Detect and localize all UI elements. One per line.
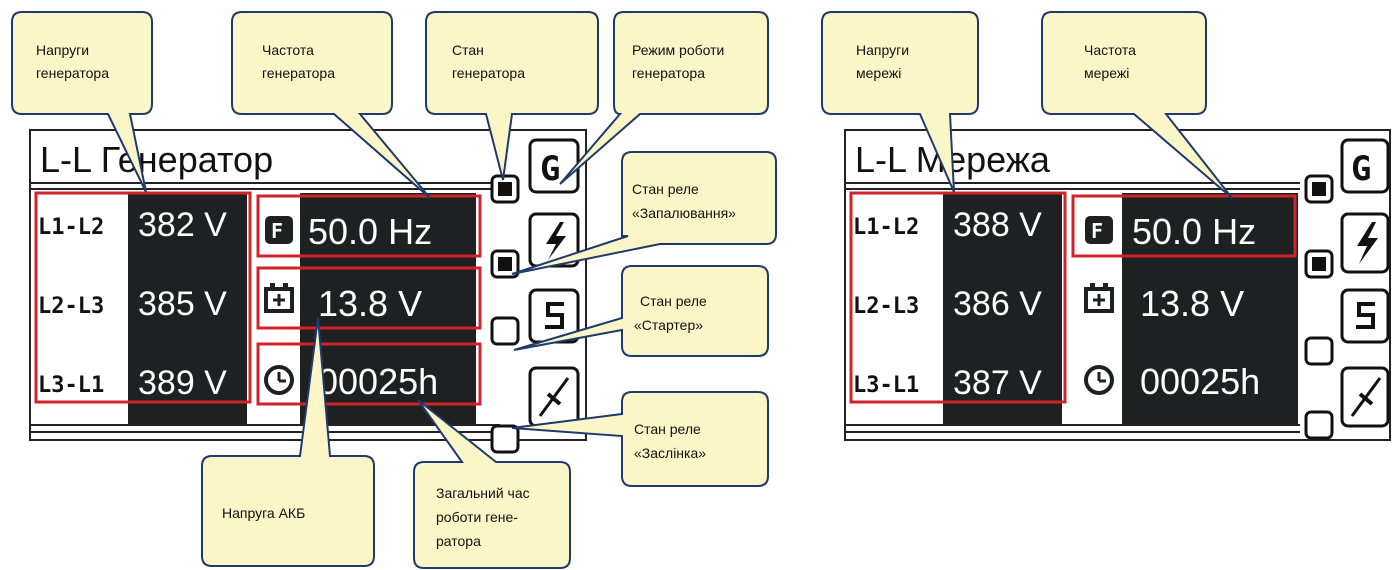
generator-mode-icon: G bbox=[528, 138, 580, 194]
display-title: L-L Генератор bbox=[40, 139, 273, 180]
callout-mains-voltages: Напруги мережі bbox=[821, 11, 979, 193]
voltages-highlight bbox=[34, 191, 252, 404]
clock-icon bbox=[1084, 365, 1114, 395]
svg-text:G: G bbox=[540, 149, 560, 189]
flap-icon bbox=[1340, 366, 1390, 428]
phase-label: L3-L1 bbox=[853, 373, 919, 398]
phase-label: L1-L2 bbox=[853, 215, 919, 240]
frequency-highlight bbox=[1071, 194, 1297, 258]
flash-icon bbox=[1340, 212, 1390, 274]
phase-voltage: 386 V bbox=[953, 285, 1042, 323]
info-dark-block bbox=[300, 193, 476, 425]
ignition-relay-indicator bbox=[490, 249, 520, 279]
voltage-dark-block bbox=[128, 193, 247, 425]
svg-text:Напруги: Напруги bbox=[36, 42, 89, 58]
phase-voltage: 389 V bbox=[138, 364, 227, 402]
flap-relay-indicator bbox=[1304, 410, 1334, 440]
phase-voltage: 385 V bbox=[138, 285, 227, 323]
callout-starter-relay: Стан реле «Стартер» bbox=[513, 265, 769, 357]
svg-text:«Заслінка»: «Заслінка» bbox=[634, 445, 706, 461]
callout-generator-state: Стан генератора bbox=[425, 11, 599, 181]
svg-text:Напруга АКБ: Напруга АКБ bbox=[222, 505, 305, 521]
battery-voltage-value: 13.8 V bbox=[318, 283, 422, 324]
callouts: Напруги генератора Частота генератора Ст… bbox=[11, 11, 1233, 569]
frequency-highlight bbox=[256, 194, 482, 258]
callout-mains-frequency: Частота мережі bbox=[1041, 11, 1233, 199]
phase-label: L3-L1 bbox=[38, 373, 104, 398]
callout-generator-voltages: Напруги генератора bbox=[11, 11, 153, 193]
battery-voltage-value: 13.8 V bbox=[1140, 283, 1244, 324]
phase-label: L2-L3 bbox=[38, 294, 104, 319]
ignition-relay-indicator bbox=[1304, 249, 1334, 279]
callout-flap-relay: Стан реле «Заслінка» bbox=[511, 391, 769, 487]
generator-state-indicator bbox=[490, 174, 520, 204]
frequency-value: 50.0 Hz bbox=[1132, 211, 1256, 252]
svg-text:генератора: генератора bbox=[262, 65, 335, 81]
lcd-frame bbox=[844, 129, 1391, 441]
battery-icon bbox=[264, 283, 294, 313]
svg-text:Частота: Частота bbox=[1084, 42, 1136, 58]
phase-label: L1-L2 bbox=[38, 215, 104, 240]
starter-relay-indicator bbox=[1304, 336, 1334, 366]
hours-highlight bbox=[256, 342, 482, 406]
svg-text:ратора: ратора bbox=[436, 533, 481, 549]
callout-generator-mode: Режим роботи генератора bbox=[559, 11, 769, 185]
generator-state-indicator bbox=[1304, 174, 1334, 204]
svg-text:F: F bbox=[1091, 219, 1103, 243]
svg-text:Стан: Стан bbox=[452, 42, 484, 58]
svg-text:генератора: генератора bbox=[452, 65, 525, 81]
svg-text:Стан реле: Стан реле bbox=[634, 421, 701, 437]
frequency-icon: F bbox=[265, 216, 293, 244]
svg-text:Стан реле: Стан реле bbox=[632, 181, 699, 197]
starter-icon bbox=[1340, 288, 1390, 344]
battery-highlight bbox=[256, 266, 482, 330]
svg-text:мережі: мережі bbox=[856, 65, 901, 81]
generator-display: L-L Генератор L1-L2 382 V L2-L3 385 V L3… bbox=[29, 129, 587, 454]
frequency-icon: F bbox=[1085, 216, 1113, 244]
svg-text:генератора: генератора bbox=[36, 65, 109, 81]
flap-icon bbox=[528, 366, 580, 428]
voltage-dark-block bbox=[943, 193, 1062, 425]
svg-text:«Стартер»: «Стартер» bbox=[634, 317, 703, 333]
svg-text:Стан реле: Стан реле bbox=[640, 293, 707, 309]
callout-total-runtime: Загальний час роботи гене- ратора bbox=[413, 399, 571, 569]
phase-voltage: 387 V bbox=[953, 364, 1042, 402]
phase-voltage: 382 V bbox=[138, 206, 227, 244]
callout-generator-frequency: Частота генератора bbox=[231, 11, 431, 199]
clock-icon bbox=[264, 365, 294, 395]
svg-text:Режим роботи: Режим роботи bbox=[632, 42, 724, 58]
voltages-highlight bbox=[849, 191, 1067, 404]
starter-relay-indicator bbox=[490, 316, 520, 346]
mains-display: L-L Мережа L1-L2 388 V L2-L3 386 V L3-L1… bbox=[844, 129, 1391, 441]
svg-text:F: F bbox=[271, 219, 283, 243]
svg-text:роботи гене-: роботи гене- bbox=[436, 509, 518, 525]
callout-battery-voltage: Напруга АКБ bbox=[201, 317, 375, 567]
svg-text:генератора: генератора bbox=[632, 65, 705, 81]
phase-voltage: 388 V bbox=[953, 206, 1042, 244]
flap-relay-indicator bbox=[490, 424, 520, 454]
frequency-value: 50.0 Hz bbox=[308, 211, 432, 252]
run-hours-value: 00025h bbox=[318, 361, 438, 402]
battery-icon bbox=[1084, 283, 1114, 313]
generator-mode-icon: G bbox=[1340, 138, 1390, 194]
svg-text:G: G bbox=[1351, 149, 1371, 189]
svg-text:Напруги: Напруги bbox=[856, 42, 909, 58]
phase-label: L2-L3 bbox=[853, 294, 919, 319]
svg-text:«Запалювання»: «Запалювання» bbox=[632, 205, 736, 221]
svg-text:Частота: Частота bbox=[262, 42, 314, 58]
callout-ignition-relay: Стан реле «Запалювання» bbox=[511, 151, 777, 275]
svg-text:мережі: мережі bbox=[1084, 65, 1129, 81]
info-dark-block bbox=[1122, 193, 1298, 425]
svg-text:Загальний час: Загальний час bbox=[436, 485, 530, 501]
run-hours-value: 00025h bbox=[1140, 361, 1260, 402]
